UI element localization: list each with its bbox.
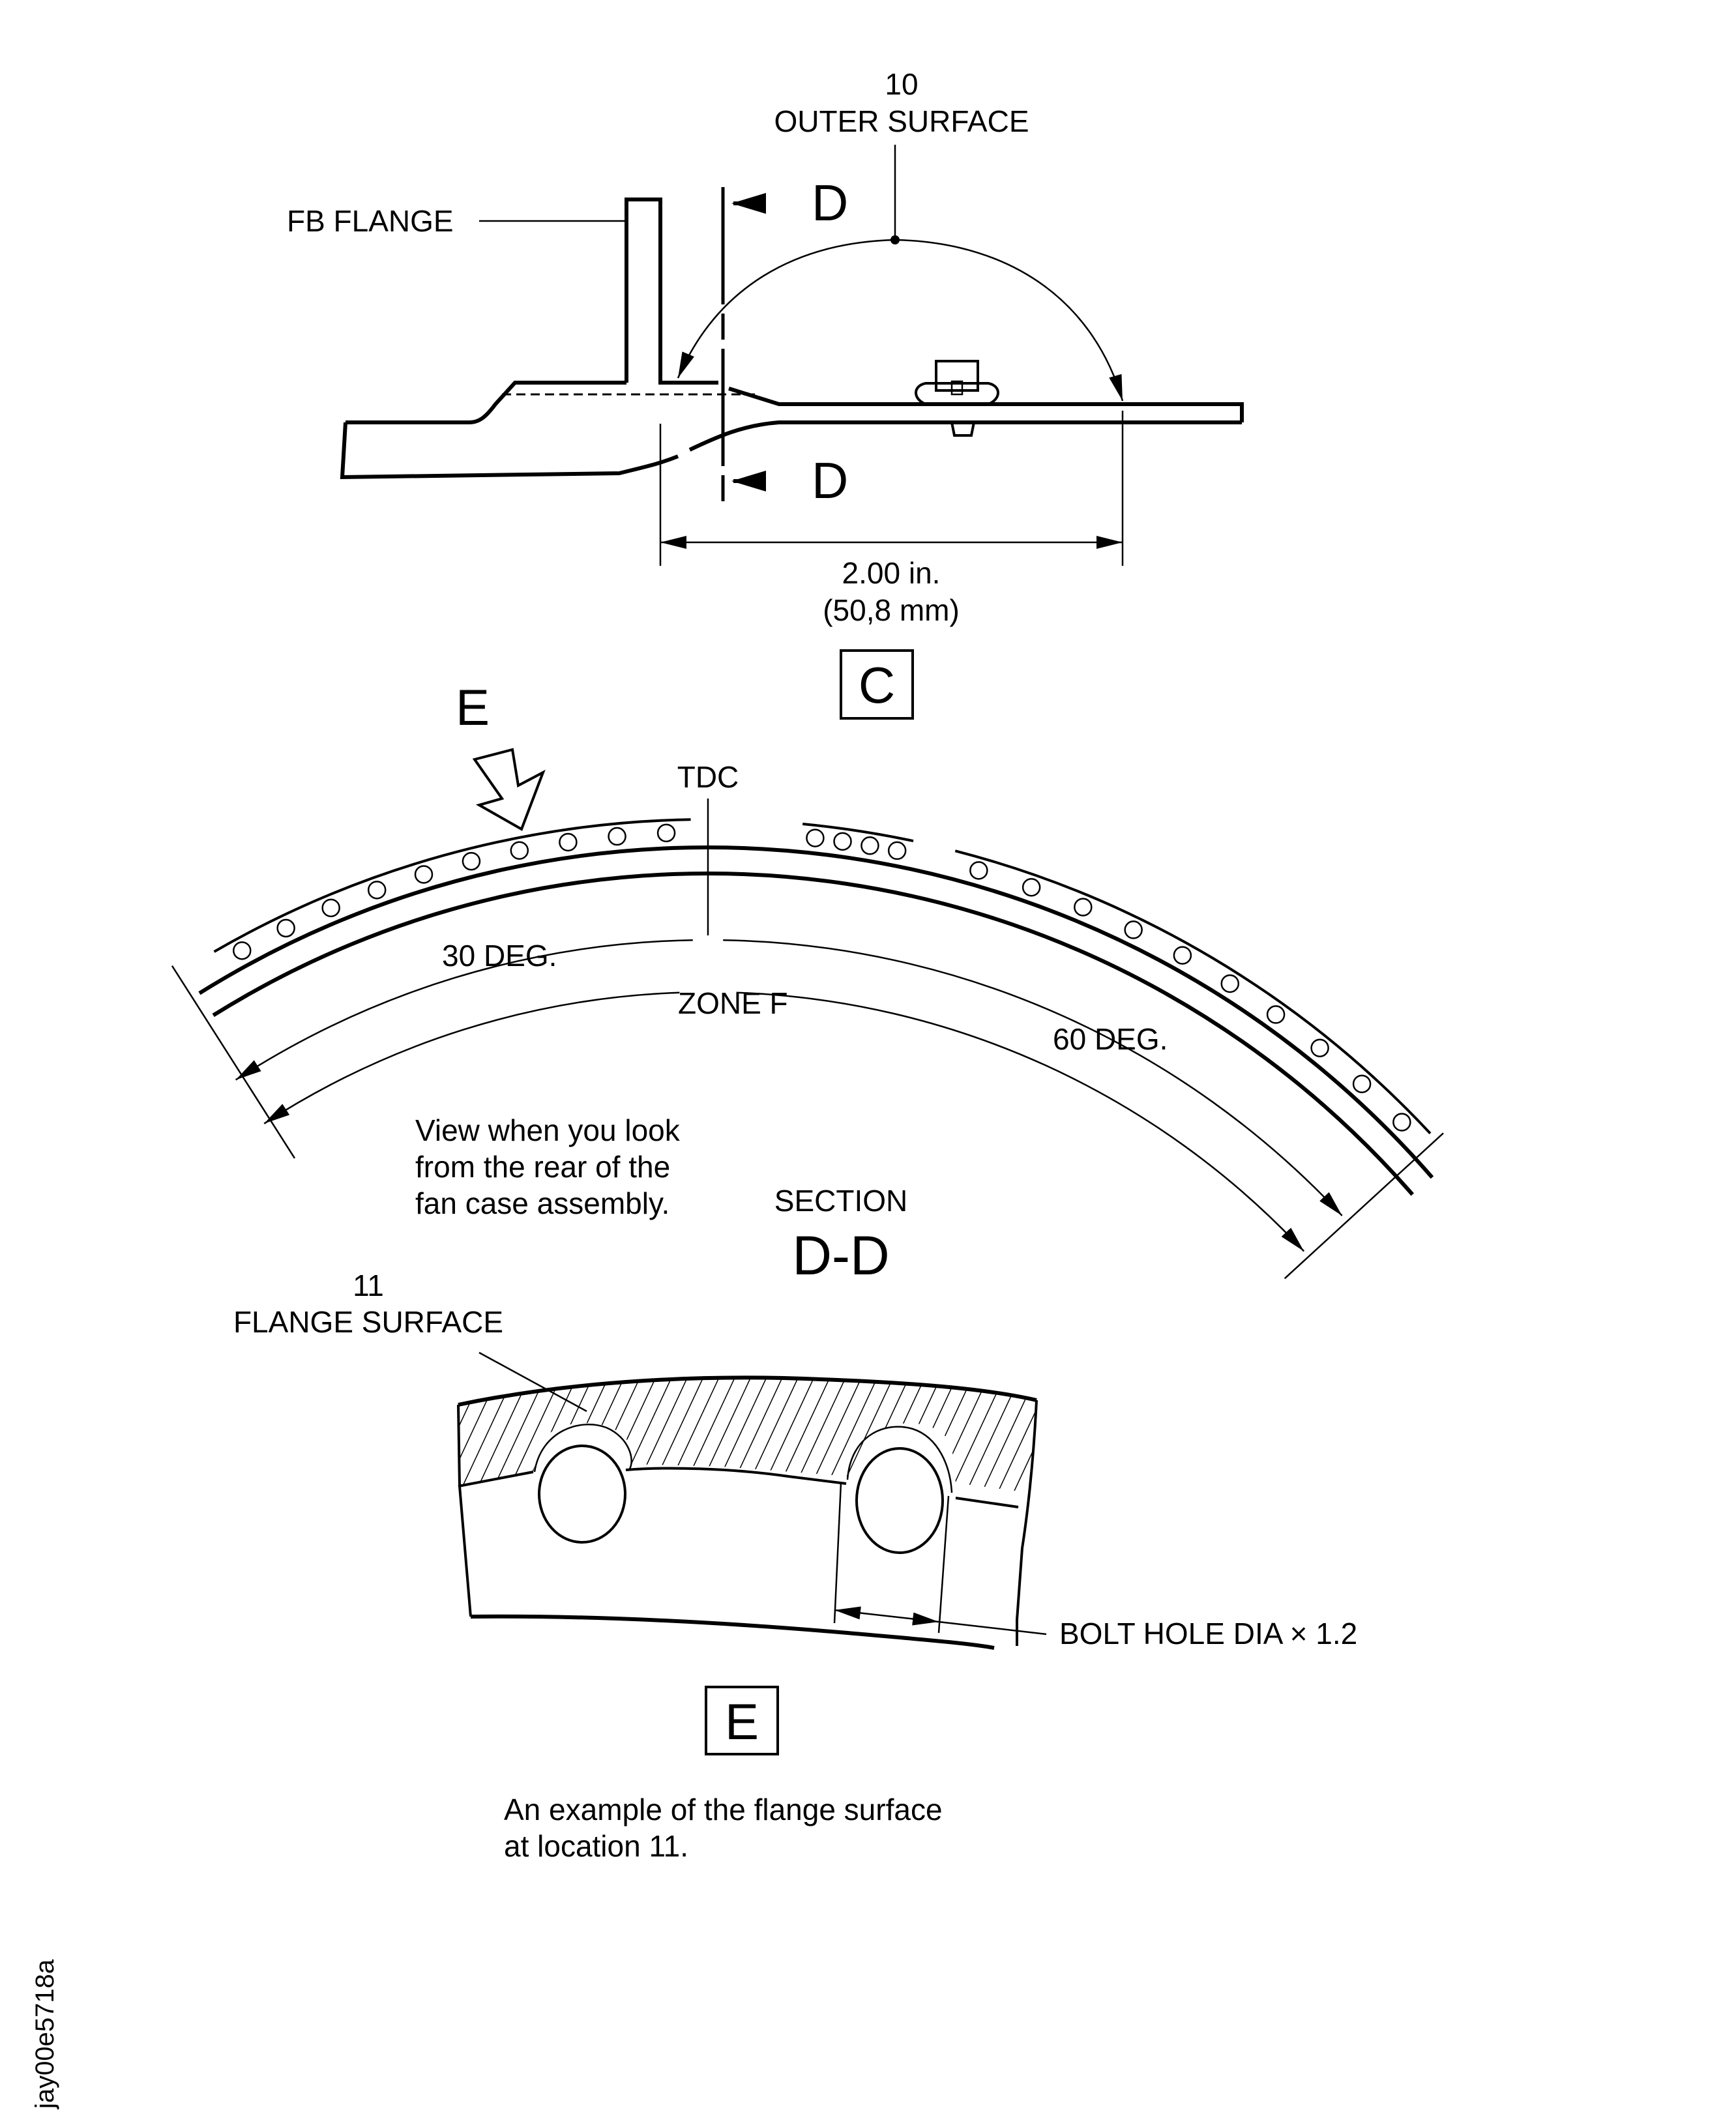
section-name: D-D <box>792 1225 889 1286</box>
flange-hatched-surface <box>458 1377 1037 1493</box>
bolt-hole <box>861 836 879 855</box>
bolt-hole-dia-label: BOLT HOLE DIA × 1.2 <box>1059 1617 1357 1650</box>
bolt-hole <box>414 865 434 884</box>
section-marker-top: D <box>812 174 848 231</box>
case-lower-left <box>340 422 679 480</box>
flange-right-edge <box>1016 1400 1038 1646</box>
section-arrow-top: D <box>731 174 848 231</box>
view-note-line-3: fan case assembly. <box>415 1186 669 1220</box>
bolt-hole <box>233 941 252 960</box>
bolt-hole <box>1392 1113 1411 1132</box>
bolt-dim-line <box>834 1606 939 1626</box>
fan-case-ring <box>171 818 1444 1280</box>
angle-60-label: 60 DEG. <box>1053 1022 1168 1056</box>
hatch-boundary <box>458 1467 1019 1508</box>
item-10-number: 10 <box>885 67 918 101</box>
view-c: 10 OUTER SURFACE FB FLANGE D <box>287 67 1244 720</box>
outer-surface-label: OUTER SURFACE <box>774 104 1029 138</box>
angle-30-arc <box>235 939 693 1081</box>
bolt-hole <box>1173 946 1192 965</box>
view-e-box <box>705 1686 779 1755</box>
flange-bottom-edge <box>470 1614 995 1650</box>
ring-outer-edge <box>198 845 1434 1179</box>
dimension-inches: 2.00 in. <box>842 556 941 590</box>
zone-boundary-left <box>171 965 296 1159</box>
bolt-hole <box>321 898 340 918</box>
angle-60-arc <box>723 939 1343 1216</box>
view-e-label: E <box>725 1693 759 1750</box>
view-note-line-2: from the rear of the <box>415 1150 670 1184</box>
view-c-label: C <box>859 656 895 714</box>
flange-surface-label: FLANGE SURFACE <box>233 1305 503 1339</box>
bolt-hole <box>1266 1005 1286 1024</box>
flange-top-edge <box>458 1375 1037 1407</box>
bolt-dim-leader <box>938 1621 1047 1636</box>
bolt-dim-ext-right <box>937 1495 950 1634</box>
outer-surface-arc-right <box>894 239 1124 402</box>
ring-inner-edge <box>212 872 1415 1196</box>
view-note-line-1: View when you look <box>415 1113 681 1147</box>
section-dd: E TDC 30 DEG. ZONE F 60 DEG. View when y… <box>171 679 1444 1286</box>
fb-flange-label: FB FLANGE <box>287 204 454 238</box>
zone-f-arc-right <box>736 991 1305 1252</box>
zone-f-arc-left <box>263 991 680 1124</box>
flange-segment-3 <box>954 849 1432 1135</box>
bolt-hole-right <box>846 1426 953 1554</box>
bolt-hole <box>806 829 825 847</box>
zone-boundary-right <box>1284 1132 1444 1280</box>
dimension-mm: (50,8 mm) <box>823 593 960 627</box>
bolt-hole <box>1124 920 1143 939</box>
view-e-arrow-icon <box>472 748 546 831</box>
section-title: SECTION <box>774 1184 907 1218</box>
section-marker-bottom: D <box>812 452 848 509</box>
caption-line-2: at location 11. <box>504 1829 688 1863</box>
bolt-dim-ext-left <box>833 1482 842 1624</box>
bolt-hole <box>367 881 387 900</box>
bolt-hole <box>833 832 852 851</box>
case-taper-upper <box>728 387 1244 422</box>
section-arrow-bottom: D <box>731 452 848 509</box>
bolt-hole <box>462 851 481 871</box>
view-e: 11 FLANGE SURFACE BOLT HOLE DIA × 1.2 E … <box>233 1269 1357 1863</box>
case-upper-left <box>346 381 626 424</box>
flange-segment-2 <box>802 822 914 843</box>
case-lower-right <box>688 420 1242 452</box>
view-c-box <box>840 649 914 720</box>
bolt-hole <box>887 841 907 860</box>
bolt-hole-left <box>533 1424 632 1544</box>
bolt-hole <box>969 861 988 880</box>
item-11-number: 11 <box>353 1269 384 1302</box>
nut-plate <box>915 360 999 437</box>
bolt-hole <box>1022 877 1041 897</box>
bolt-hole <box>1352 1074 1372 1094</box>
zone-f-label: ZONE F <box>678 986 788 1020</box>
outer-surface-arc-left <box>677 239 896 379</box>
caption-line-1: An example of the flange surface <box>504 1793 943 1826</box>
fb-flange <box>625 198 718 385</box>
bolt-hole <box>656 823 676 843</box>
bolt-hole <box>1220 974 1240 993</box>
bolt-hole <box>608 827 626 846</box>
bolt-hole <box>559 832 578 852</box>
angle-30-label: 30 DEG. <box>442 939 557 973</box>
bolt-hole <box>1074 898 1093 917</box>
view-e-arrow-label: E <box>456 679 490 736</box>
flange-segment-1 <box>213 818 691 953</box>
figure-id: jay00e5718a <box>31 1959 59 2109</box>
tdc-label: TDC <box>677 760 739 794</box>
bolt-hole <box>510 841 529 860</box>
bolt-hole <box>1310 1038 1329 1057</box>
bolt-hole <box>276 918 295 938</box>
